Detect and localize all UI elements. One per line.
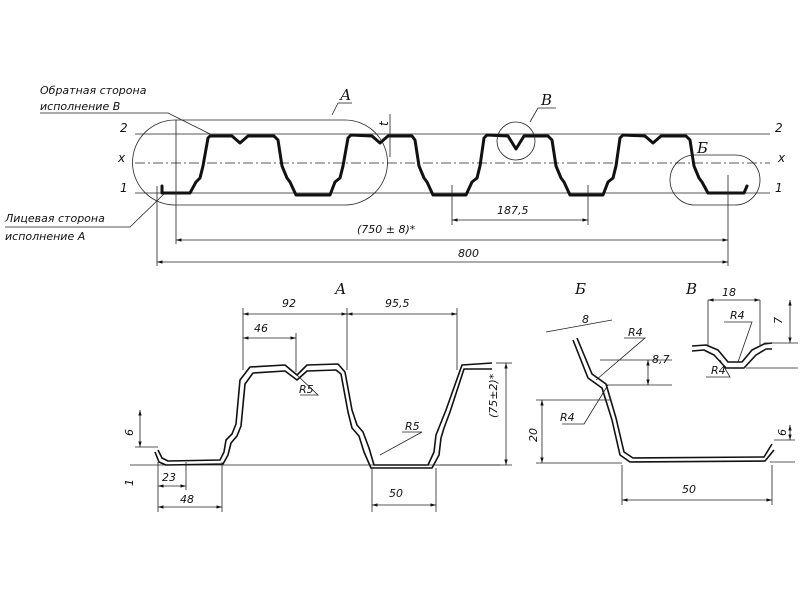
line-1-left: 1 [120, 181, 128, 195]
dim-8: 8 [582, 313, 589, 326]
callout-b-ellipse [669, 154, 761, 206]
callout-b-label: Б [696, 139, 708, 157]
dim-1: 1 [123, 479, 136, 486]
dim-18: 18 [722, 286, 736, 299]
left-callout-ellipse [132, 119, 388, 206]
dim-46: 46 [254, 322, 268, 335]
dim-48: 48 [180, 493, 194, 506]
line-2-left: 2 [120, 121, 128, 135]
detail-a-title: А [334, 280, 346, 298]
line-x-left: x [117, 151, 126, 165]
label-back-line2: исполнение В [40, 100, 120, 113]
callout-v-circle [496, 121, 536, 161]
line-1-right: 1 [775, 181, 783, 195]
thickness-label: t [377, 120, 391, 126]
line-2-right: 2 [775, 121, 783, 135]
detail-b-profile [572, 337, 775, 463]
dim-6: 6 [123, 429, 136, 436]
r-lower: R4 [560, 411, 575, 424]
dim-95-5: 95,5 [385, 297, 410, 310]
r-inner: R4 [730, 309, 745, 322]
dim-50: 50 [389, 487, 403, 500]
r-bottom: R5 [405, 420, 420, 433]
detail-b: Б 8 R4 8,7 R4 20 6 50 [527, 280, 795, 505]
label-back-line1: Обратная сторона [40, 84, 147, 97]
detail-b-title: Б [574, 280, 586, 298]
callout-v-label: В [540, 91, 552, 109]
dim-50-b: 50 [682, 483, 696, 496]
dim-8-7: 8,7 [652, 353, 670, 366]
r-top: R5 [299, 383, 314, 396]
detail-v: В 18 R4 7 R4 [685, 280, 798, 378]
detail-a: А 92 95,5 46 R5 R5 (75±2)* 6 1 [123, 280, 512, 512]
dim-92: 92 [282, 297, 296, 310]
r-upper: R4 [628, 326, 643, 339]
line-x-right: x [777, 151, 786, 165]
dim-23: 23 [162, 471, 176, 484]
callout-a-label: А [339, 86, 351, 104]
dim-7: 7 [772, 317, 785, 324]
r-outer: R4 [711, 364, 726, 377]
dim-total-width: 800 [458, 247, 479, 260]
detail-v-profile [691, 342, 773, 369]
detail-a-profile [154, 362, 493, 469]
label-face-line2: исполнение А [5, 230, 85, 243]
dim-cover-width: (750 ± 8)* [357, 223, 416, 236]
dim-height: (75±2)* [487, 373, 500, 418]
dim-20: 20 [527, 428, 540, 442]
dim-6-b: 6 [776, 429, 789, 436]
dim-pitch: 187,5 [497, 204, 529, 217]
label-face-line1: Лицевая сторона [4, 212, 105, 225]
top-view: 2 x 1 2 x 1 А В Б t Обратная сторона исп… [4, 84, 786, 266]
detail-v-title: В [685, 280, 697, 298]
sheet-profile [160, 133, 749, 197]
